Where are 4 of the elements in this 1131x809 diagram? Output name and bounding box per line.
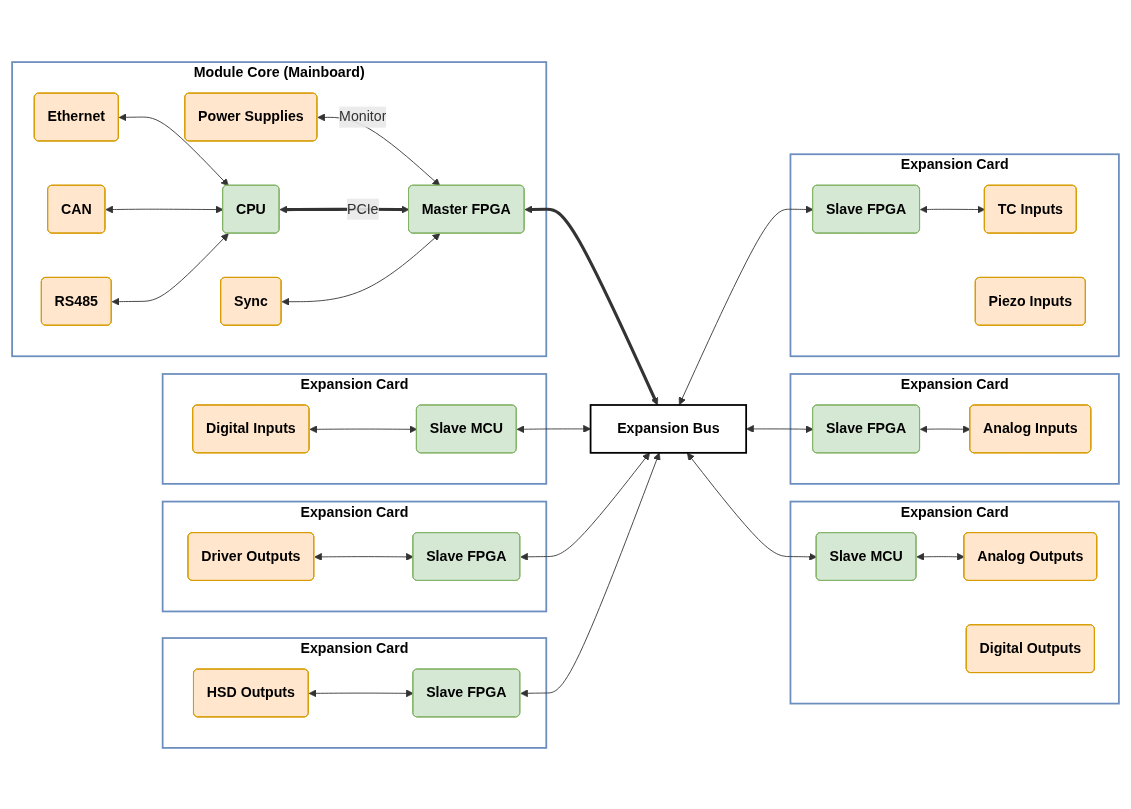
arrow [524,205,659,405]
node-box: Expansion Bus [589,403,748,454]
edge-label: PCIe [346,200,379,216]
edge-label: Monitor [339,108,387,124]
